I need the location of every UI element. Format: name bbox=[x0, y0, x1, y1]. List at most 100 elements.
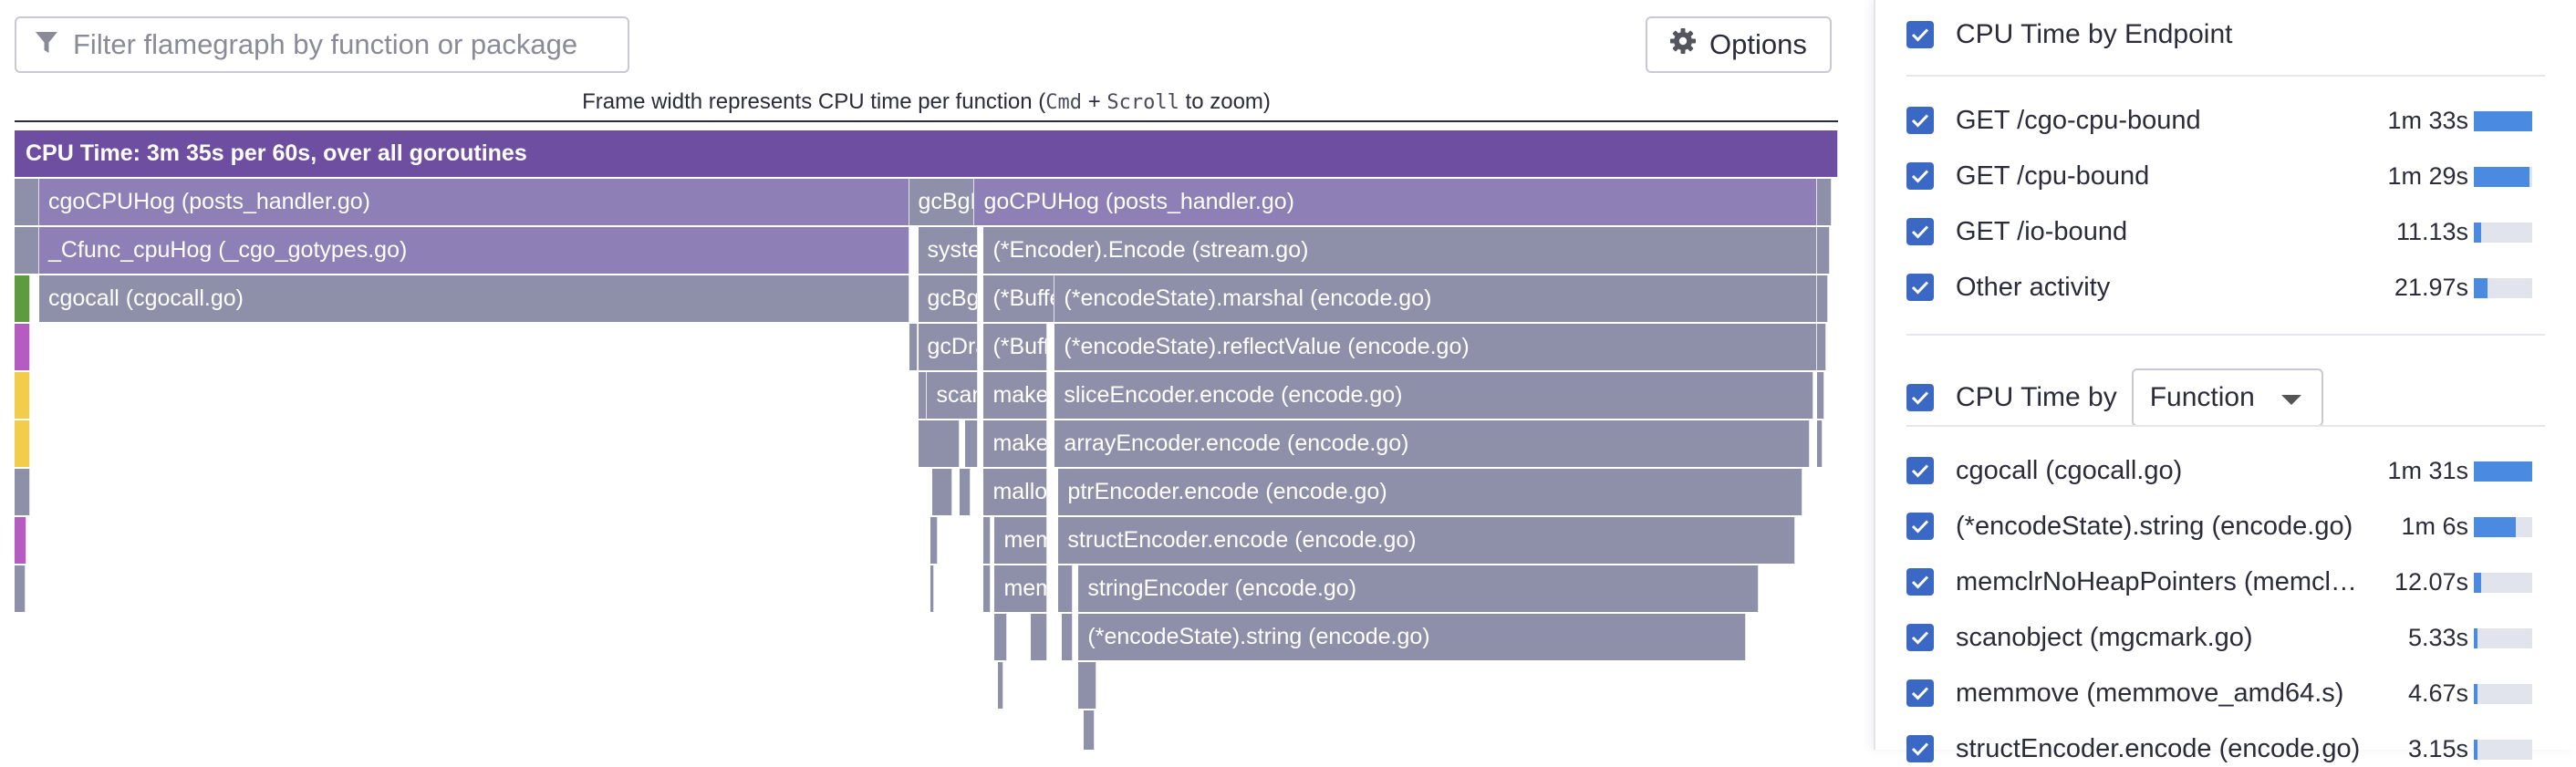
flame-frame[interactable]: system… bbox=[918, 227, 979, 274]
flame-sliver[interactable] bbox=[1058, 565, 1074, 612]
flame-sliver[interactable] bbox=[909, 324, 919, 370]
hint-key-cmd: Cmd bbox=[1045, 91, 1083, 114]
flame-frame[interactable]: makeSli… bbox=[983, 372, 1048, 419]
flame-sliver[interactable] bbox=[1078, 662, 1097, 709]
flame-frame[interactable]: (*Encoder).Encode (stream.go) bbox=[983, 227, 1817, 274]
proportion-fill bbox=[2474, 278, 2488, 298]
proportion-bar bbox=[2474, 223, 2532, 243]
checkbox-icon[interactable] bbox=[1906, 274, 1934, 301]
flame-sliver[interactable] bbox=[15, 179, 39, 225]
flame-frame[interactable]: memc… bbox=[994, 517, 1048, 564]
checkbox-icon[interactable] bbox=[1906, 21, 1934, 48]
flame-frame[interactable]: _Cfunc_cpuHog (_cgo_gotypes.go) bbox=[38, 227, 909, 274]
flame-frame[interactable]: (*encodeState).marshal (encode.go) bbox=[1054, 275, 1817, 322]
checkbox-icon[interactable] bbox=[1906, 679, 1934, 707]
flame-sliver[interactable] bbox=[1817, 227, 1830, 274]
flame-sliver[interactable] bbox=[918, 372, 928, 419]
breakdown-row[interactable]: structEncoder.encode (encode.go) 3.15s bbox=[1906, 731, 2545, 767]
flame-frame[interactable]: arrayEncoder.encode (encode.go) bbox=[1054, 420, 1810, 467]
flame-sliver[interactable] bbox=[960, 469, 971, 515]
hint-key-scroll: Scroll bbox=[1106, 91, 1179, 114]
flame-sliver[interactable] bbox=[1062, 614, 1074, 660]
flame-sliver[interactable] bbox=[918, 420, 961, 467]
checkbox-icon[interactable] bbox=[1906, 513, 1934, 540]
flame-frame[interactable]: sliceEncoder.encode (encode.go) bbox=[1054, 372, 1813, 419]
flame-frame[interactable]: (*encodeState).string (encode.go) bbox=[1078, 614, 1747, 660]
flame-sliver[interactable] bbox=[983, 565, 992, 612]
flame-sliver[interactable] bbox=[1817, 372, 1824, 419]
flame-sliver[interactable] bbox=[965, 420, 979, 467]
proportion-fill bbox=[2474, 111, 2532, 131]
group-by-select[interactable]: Function bbox=[2131, 368, 2323, 427]
flame-frame[interactable]: gcBgMa… bbox=[918, 275, 979, 322]
checkbox-icon[interactable] bbox=[1906, 568, 1934, 596]
breakdown-row[interactable]: memmove (memmove_amd64.s)4.67s bbox=[1906, 675, 2545, 711]
flame-frame[interactable]: (*Buffer)… bbox=[983, 275, 1055, 322]
breakdown-row[interactable]: scanobject (mgcmark.go)5.33s bbox=[1906, 619, 2545, 656]
flame-frame[interactable]: gcBgMar… bbox=[909, 179, 975, 225]
flame-frame[interactable]: memc… bbox=[994, 565, 1048, 612]
flame-sliver[interactable] bbox=[994, 614, 1008, 660]
flame-sliver[interactable] bbox=[15, 372, 30, 419]
chevron-down-icon bbox=[2280, 395, 2301, 405]
flame-sliver[interactable] bbox=[15, 227, 39, 274]
proportion-fill bbox=[2474, 628, 2477, 648]
flame-sliver[interactable] bbox=[15, 420, 30, 467]
breakdown-row[interactable]: (*encodeState).string (encode.go)1m 6s bbox=[1906, 508, 2545, 544]
flame-sliver[interactable] bbox=[15, 275, 30, 322]
flame-frame[interactable]: (*encodeState).reflectValue (encode.go) bbox=[1054, 324, 1817, 370]
flame-sliver[interactable] bbox=[1817, 275, 1828, 322]
row-value: 3.15s bbox=[2407, 734, 2468, 762]
flame-sliver[interactable] bbox=[1817, 179, 1832, 225]
flame-sliver[interactable] bbox=[1817, 420, 1823, 467]
checkbox-icon[interactable] bbox=[1906, 735, 1934, 762]
flame-sliver[interactable] bbox=[998, 662, 1004, 709]
flame-sliver[interactable] bbox=[930, 517, 939, 564]
flame-frame[interactable]: makesli… bbox=[983, 420, 1048, 467]
checkbox-icon[interactable] bbox=[1906, 457, 1934, 484]
row-label: structEncoder.encode (encode.go) bbox=[1956, 733, 2361, 763]
checkbox-icon[interactable] bbox=[1906, 384, 1934, 411]
row-label: cgocall (cgocall.go) bbox=[1956, 455, 2183, 485]
flame-sliver[interactable] bbox=[15, 565, 26, 612]
row-label: Other activity bbox=[1956, 272, 2111, 302]
endpoint-section-header[interactable]: CPU Time by Endpoint bbox=[1906, 16, 2545, 53]
flame-frame[interactable]: ptrEncoder.encode (encode.go) bbox=[1058, 469, 1802, 515]
flame-sliver[interactable] bbox=[15, 517, 26, 564]
checkbox-icon[interactable] bbox=[1906, 162, 1934, 190]
flame-frame[interactable]: malloc… bbox=[983, 469, 1048, 515]
flame-frame[interactable]: cgocall (cgocall.go) bbox=[38, 275, 909, 322]
checkbox-icon[interactable] bbox=[1906, 107, 1934, 134]
flame-frame[interactable]: structEncoder.encode (encode.go) bbox=[1058, 517, 1796, 564]
flame-frame[interactable]: cgoCPUHog (posts_handler.go) bbox=[38, 179, 909, 225]
options-button[interactable]: Options bbox=[1646, 16, 1832, 73]
flame-frame[interactable]: gcDrai… bbox=[918, 324, 979, 370]
flame-sliver[interactable] bbox=[1817, 324, 1826, 370]
section-divider bbox=[1906, 334, 2545, 336]
filter-box[interactable] bbox=[15, 16, 629, 73]
row-value: 5.33s bbox=[2407, 623, 2468, 651]
flame-sliver[interactable] bbox=[1084, 710, 1096, 750]
filter-input[interactable] bbox=[73, 28, 602, 61]
flame-sliver[interactable] bbox=[1031, 614, 1048, 660]
flamegraph: CPU Time: 3m 35s per 60s, over all gorou… bbox=[15, 130, 1838, 750]
row-label: GET /cpu-bound bbox=[1956, 161, 2150, 191]
checkbox-icon[interactable] bbox=[1906, 624, 1934, 651]
flame-sliver[interactable] bbox=[932, 469, 953, 515]
flame-frame[interactable]: (*Buffe… bbox=[983, 324, 1048, 370]
flame-sliver[interactable] bbox=[930, 565, 935, 612]
flame-sliver[interactable] bbox=[15, 469, 30, 515]
checkbox-icon[interactable] bbox=[1906, 218, 1934, 245]
flame-sliver[interactable] bbox=[15, 324, 30, 370]
breakdown-row[interactable]: memclrNoHeapPointers (memcl…12.07s bbox=[1906, 564, 2545, 600]
flame-frame[interactable]: stringEncoder (encode.go) bbox=[1078, 565, 1760, 612]
flame-root-frame[interactable]: CPU Time: 3m 35s per 60s, over all gorou… bbox=[15, 130, 1838, 177]
flame-frame[interactable]: goCPUHog (posts_handler.go) bbox=[974, 179, 1817, 225]
breakdown-row[interactable]: cgocall (cgocall.go)1m 31s bbox=[1906, 452, 2545, 489]
flame-frame[interactable]: scano… bbox=[927, 372, 979, 419]
flame-sliver[interactable] bbox=[983, 517, 992, 564]
